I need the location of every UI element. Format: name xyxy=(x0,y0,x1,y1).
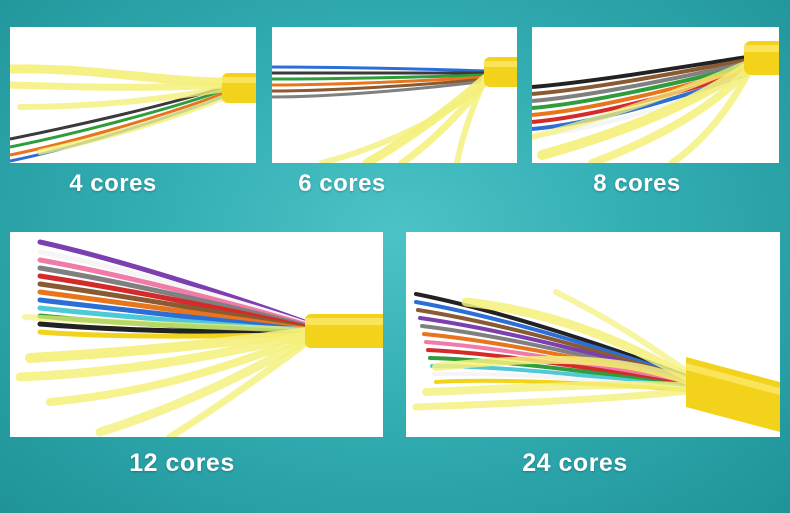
yellow-jacket xyxy=(222,73,256,103)
yellow-jacket xyxy=(686,357,780,432)
caption-8-cores: 8 cores xyxy=(593,170,681,197)
cable-photo-24-cores xyxy=(406,232,780,437)
cable-illustration-8-cores xyxy=(532,41,779,163)
aramid-yarn-strands xyxy=(15,314,315,437)
caption-24-cores: 24 cores xyxy=(522,449,628,477)
aramid-yarn-strands xyxy=(319,72,492,163)
cable-photo-8-cores xyxy=(532,27,779,163)
cable-illustration-6-cores xyxy=(272,57,517,163)
aramid-yarn-strands xyxy=(532,60,752,163)
aramid-yarn-strands xyxy=(412,289,701,411)
cable-illustration-24-cores xyxy=(412,289,780,432)
yellow-jacket xyxy=(305,314,383,348)
cable-illustration-12-cores xyxy=(15,239,383,437)
caption-12-cores: 12 cores xyxy=(129,449,235,477)
yellow-jacket xyxy=(484,57,517,87)
core-wires xyxy=(272,65,488,99)
yellow-jacket xyxy=(744,41,779,75)
cable-photo-12-cores xyxy=(10,232,383,437)
cable-photo-4-cores xyxy=(10,27,256,163)
caption-4-cores: 4 cores xyxy=(69,170,157,197)
core-wires xyxy=(414,292,698,393)
cable-photo-6-cores xyxy=(272,27,517,163)
aramid-yarn-strands xyxy=(10,64,230,155)
caption-6-cores: 6 cores xyxy=(298,170,386,197)
cable-illustration-4-cores xyxy=(10,64,256,163)
